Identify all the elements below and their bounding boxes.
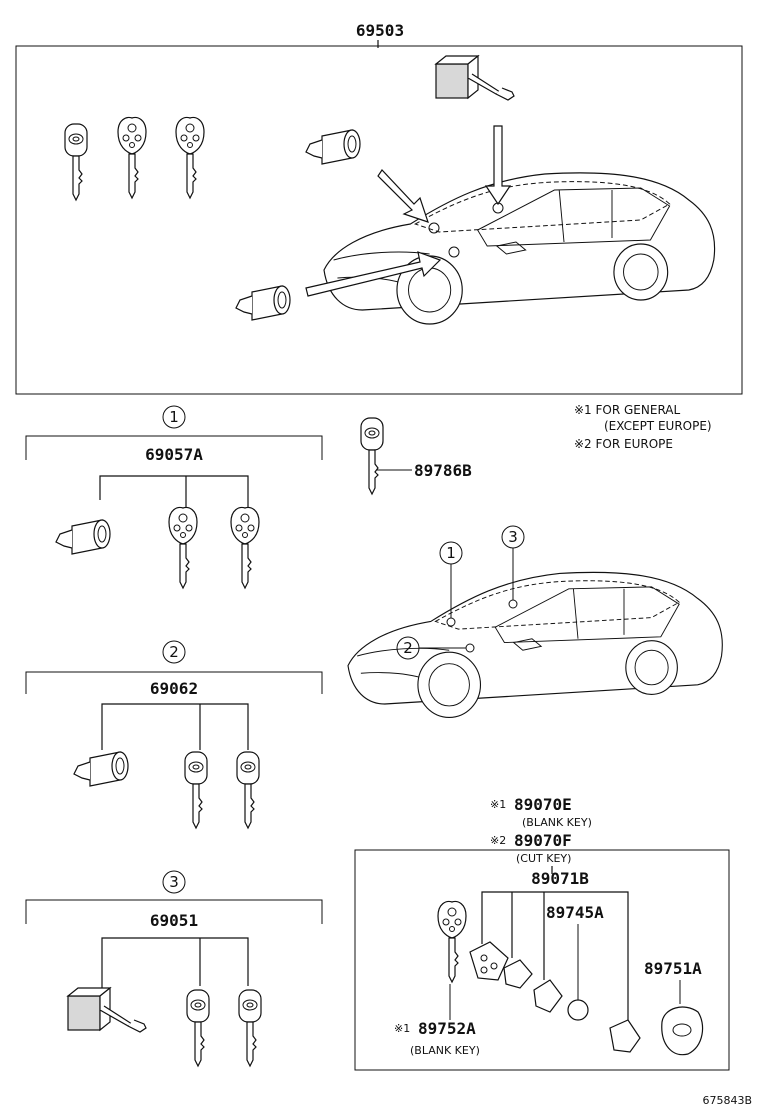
svg-text:※2: ※2 (490, 834, 506, 847)
transmitter-case (469, 941, 509, 981)
transmitter-housing (609, 1019, 641, 1053)
transmitter-board (503, 959, 533, 989)
part-89752A-label: 89752A (418, 1019, 476, 1038)
location-markers: 1 3 2 (396, 525, 525, 660)
svg-text:(CUT KEY): (CUT KEY) (516, 852, 571, 865)
set1-cylinder (55, 519, 111, 555)
svg-text:(BLANK KEY): (BLANK KEY) (410, 1044, 480, 1057)
legend-europe: ※2 FOR EUROPE (574, 437, 673, 451)
main-set-frame (15, 45, 743, 395)
part-89070E-label: 89070E (514, 795, 572, 814)
set1-key-a (168, 506, 198, 589)
main-pointer-arrows (305, 125, 512, 297)
set1-key-b (230, 506, 260, 589)
main-ignition-cylinder (435, 55, 515, 101)
key-set-labels: ※1 89070E (BLANK KEY) ※2 89070F (CUT KEY… (490, 795, 592, 865)
marker-3-top: 3 (162, 870, 186, 894)
set1-bracket (25, 435, 323, 460)
set2-bracket (25, 671, 323, 694)
set2-cylinder (73, 751, 129, 787)
set3-key-b (238, 989, 262, 1067)
main-car-illustration (323, 172, 716, 325)
svg-text:3: 3 (508, 528, 518, 546)
legend-except-europe: (EXCEPT EUROPE) (604, 419, 712, 433)
main-set-keys (64, 116, 205, 201)
set3-ignition-cylinder (67, 987, 147, 1033)
blank-key-remote (437, 900, 467, 983)
set2-key-a (184, 751, 208, 829)
transmitter-leaders (481, 891, 629, 1024)
marker-1-top: 1 (162, 405, 186, 429)
svg-text:※1: ※1 (490, 798, 506, 811)
main-door-cylinder (235, 285, 291, 321)
part-69051-label: 69051 (150, 911, 198, 930)
set3-leaders (101, 937, 249, 990)
transmitter-cover-inner (533, 979, 563, 1013)
set1-leaders (99, 475, 249, 508)
marker-2-top: 2 (162, 640, 186, 664)
part-89070F-label: 89070F (514, 831, 572, 850)
svg-text:2: 2 (169, 643, 179, 661)
key-89786B (360, 417, 384, 495)
part-89745A-label: 89745A (546, 903, 604, 922)
cover-plate (661, 1006, 704, 1056)
part-69503-label: 69503 (356, 21, 404, 40)
part-69057A-label: 69057A (145, 445, 203, 464)
svg-text:1: 1 (446, 544, 456, 562)
svg-text:3: 3 (169, 873, 179, 891)
svg-text:2: 2 (403, 639, 413, 657)
set3-key-a (186, 989, 210, 1067)
svg-text:1: 1 (169, 408, 179, 426)
blank-key-labels: ※1 89752A (BLANK KEY) (394, 1019, 480, 1057)
part-89751A-label: 89751A (644, 959, 702, 978)
part-89786B-label: 89786B (414, 461, 472, 480)
set2-leaders (101, 703, 249, 750)
set3-bracket (25, 899, 323, 924)
part-89071B-label: 89071B (531, 869, 589, 888)
main-glove-cylinder (305, 129, 361, 165)
diagram-code: 675843B (702, 1094, 752, 1107)
svg-text:※1: ※1 (394, 1022, 410, 1035)
set2-key-b (236, 751, 260, 829)
legend-general: ※1 FOR GENERAL (574, 403, 681, 417)
battery-cell (567, 999, 589, 1021)
part-69062-label: 69062 (150, 679, 198, 698)
legend: ※1 FOR GENERAL (EXCEPT EUROPE) ※2 FOR EU… (574, 403, 712, 451)
svg-text:(BLANK KEY): (BLANK KEY) (522, 816, 592, 829)
